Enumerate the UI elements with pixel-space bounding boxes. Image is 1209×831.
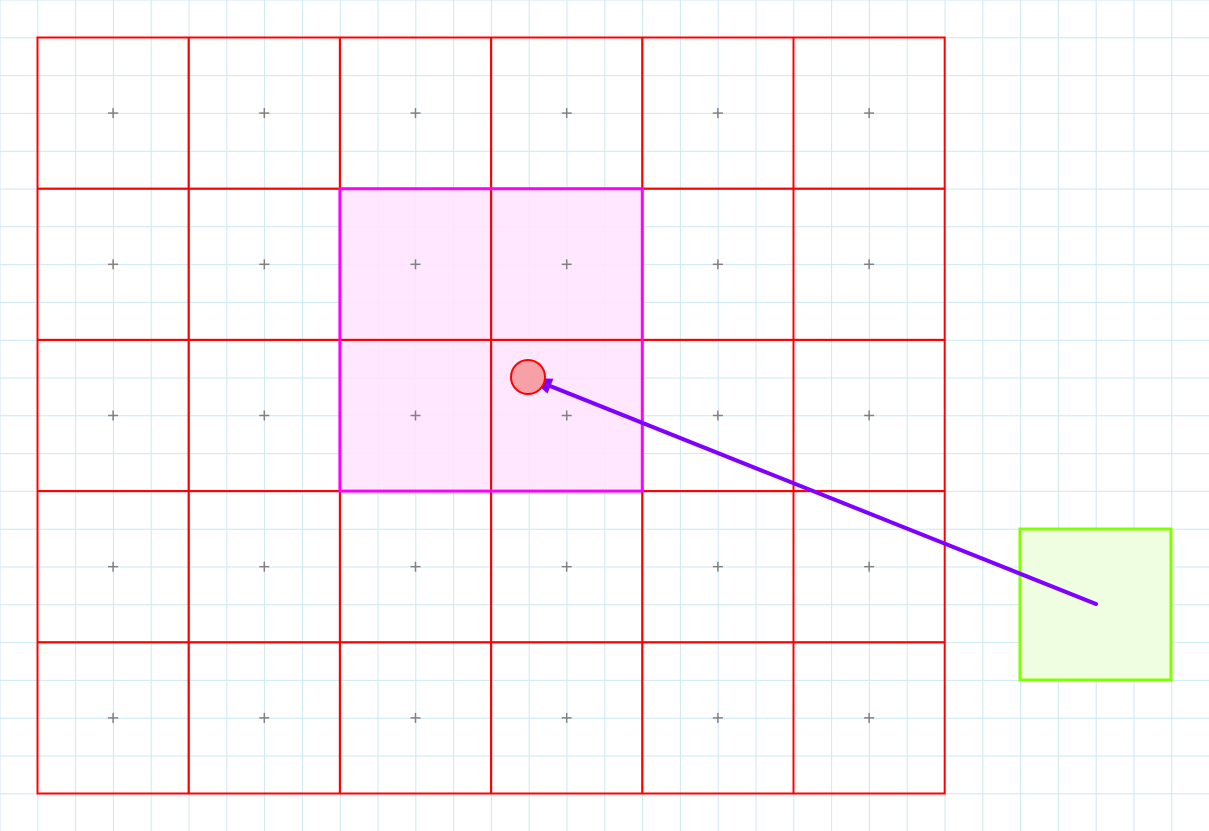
grid-cell-border xyxy=(792,641,946,795)
drag-arrow-line xyxy=(548,384,1098,606)
grid-cells xyxy=(36,36,946,795)
grid-cell[interactable] xyxy=(792,641,946,795)
drop-point-marker[interactable] xyxy=(510,359,546,395)
highlight-region-border xyxy=(338,187,644,493)
